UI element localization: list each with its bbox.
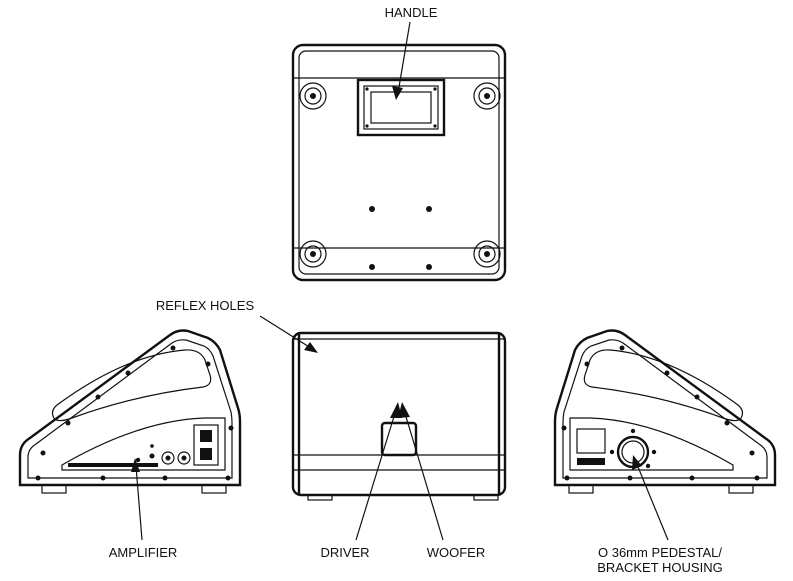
left-side-view (18, 329, 242, 494)
corner-foot (299, 82, 327, 110)
label-pedestal-line2: BRACKET HOUSING (597, 560, 722, 575)
corner-foot (299, 240, 327, 268)
handle (356, 78, 446, 137)
corner-foot (473, 82, 501, 110)
amplifier-panel (61, 417, 226, 471)
front-view (291, 331, 507, 501)
right-side-view (553, 329, 777, 494)
label-woofer: WOOFER (427, 545, 486, 560)
label-amplifier: AMPLIFIER (109, 545, 178, 560)
pedestal-panel (569, 417, 734, 471)
label-driver: DRIVER (320, 545, 369, 560)
leader-lines (131, 21, 669, 541)
label-handle: HANDLE (385, 5, 438, 20)
label-pedestal-line1: O 36mm PEDESTAL/ (598, 545, 722, 560)
corner-foot (473, 240, 501, 268)
label-reflex-holes: REFLEX HOLES (156, 298, 255, 313)
top-view (291, 43, 507, 282)
